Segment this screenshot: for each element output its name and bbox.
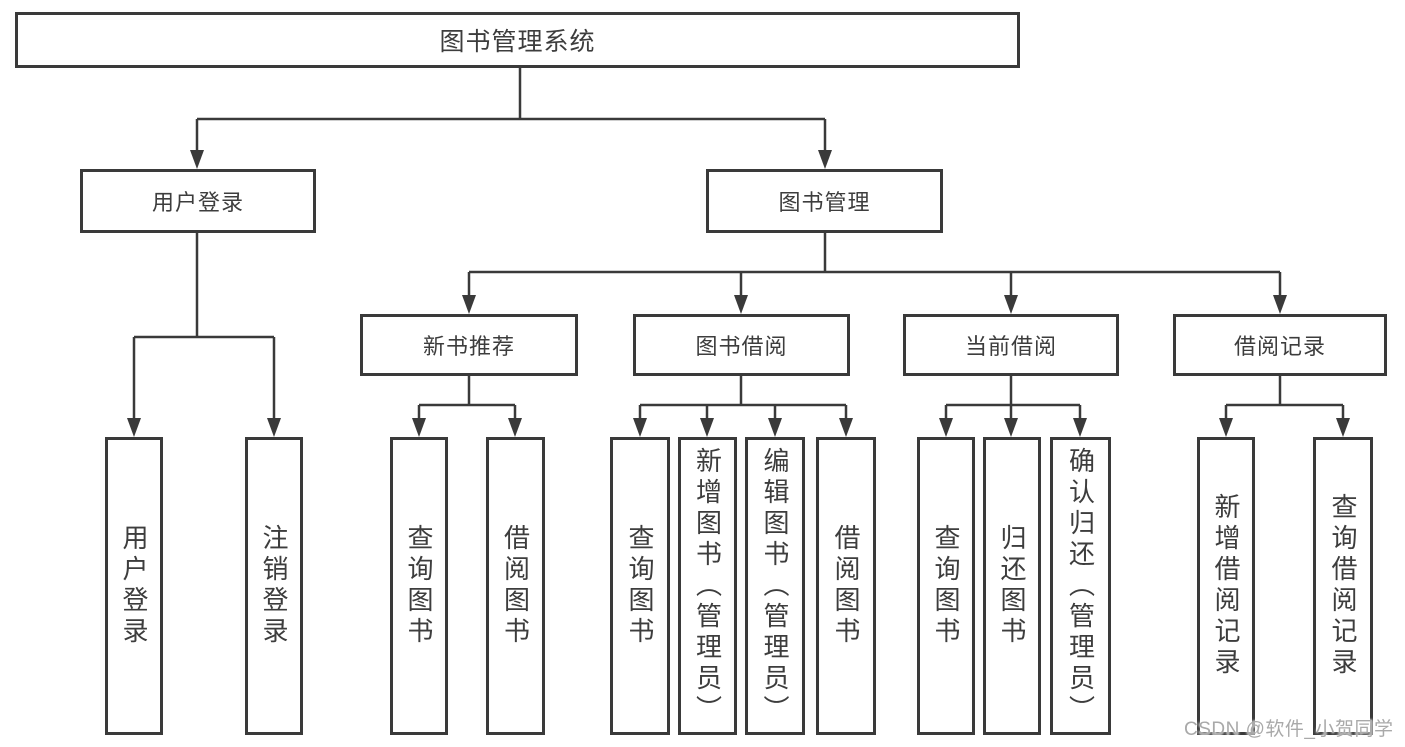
node-borrowing-records: 借阅记录: [1173, 314, 1387, 376]
node-library-management-system: 图书管理系统: [15, 12, 1020, 68]
leaf-return-books: 归还图书: [983, 437, 1041, 735]
leaf-add-books-admin: 新增图书（管理员）: [678, 437, 737, 735]
arrow-head: [267, 418, 281, 437]
node-label: 新书推荐: [422, 334, 515, 359]
leaf-logout: 注销登录: [245, 437, 303, 735]
node-label: 用户登录: [151, 190, 244, 215]
leaf-add-borrow-record: 新增借阅记录: [1197, 437, 1255, 735]
node-book-borrowing: 图书借阅: [633, 314, 850, 376]
leaf-borrow-books-2: 借阅图书: [816, 437, 876, 735]
node-label: 图书管理: [778, 190, 871, 215]
arrow-head: [734, 295, 748, 314]
node-label: 图书借阅: [695, 334, 788, 359]
arrow-head: [1336, 418, 1350, 437]
arrow-head: [1273, 295, 1287, 314]
node-current-borrowing: 当前借阅: [903, 314, 1119, 376]
arrow-head: [1219, 418, 1233, 437]
node-label: 查询借阅记录: [1328, 493, 1358, 679]
arrow-head: [508, 418, 522, 437]
leaf-confirm-return-admin: 确认归还（管理员）: [1050, 437, 1111, 735]
node-user-login: 用户登录: [80, 169, 316, 233]
leaf-query-borrow-record: 查询借阅记录: [1313, 437, 1373, 735]
node-label: 归还图书: [997, 524, 1027, 648]
tree-edges: [132, 68, 1345, 419]
node-label: 借阅图书: [831, 524, 861, 648]
arrow-head: [818, 150, 832, 169]
node-label: 编辑图书（管理员）: [760, 446, 790, 726]
leaf-query-books-2: 查询图书: [610, 437, 670, 735]
leaf-borrow-books-1: 借阅图书: [486, 437, 545, 735]
node-label: 用户登录: [119, 524, 149, 648]
arrow-head: [1004, 295, 1018, 314]
arrow-head: [462, 295, 476, 314]
leaf-user-login: 用户登录: [105, 437, 163, 735]
leaf-query-books-3: 查询图书: [917, 437, 975, 735]
node-label: 确认归还（管理员）: [1065, 446, 1096, 726]
node-label: 借阅记录: [1233, 334, 1326, 359]
node-label: 新增图书（管理员）: [692, 446, 723, 726]
arrow-head: [700, 418, 714, 437]
arrow-head: [1073, 418, 1087, 437]
arrow-head: [768, 418, 782, 437]
csdn-watermark: CSDN @软件_小贺同学: [1184, 719, 1394, 740]
node-new-book-recommend: 新书推荐: [360, 314, 578, 376]
leaf-query-books-1: 查询图书: [390, 437, 448, 735]
node-label: 查询图书: [404, 524, 434, 648]
arrow-head: [1004, 418, 1018, 437]
node-label: 借阅图书: [500, 524, 531, 648]
node-label: 图书管理系统: [439, 28, 596, 56]
arrow-head: [939, 418, 953, 437]
node-label: 当前借阅: [964, 334, 1057, 359]
node-label: 查询图书: [625, 524, 655, 648]
node-book-management: 图书管理: [706, 169, 943, 233]
node-label: 查询图书: [931, 524, 961, 648]
node-label: 注销登录: [259, 524, 289, 648]
node-label: 新增借阅记录: [1211, 493, 1241, 679]
arrow-head: [633, 418, 647, 437]
leaf-edit-books-admin: 编辑图书（管理员）: [745, 437, 805, 735]
arrow-head: [412, 418, 426, 437]
arrow-head: [190, 150, 204, 169]
arrow-head: [127, 418, 141, 437]
arrow-head: [839, 418, 853, 437]
